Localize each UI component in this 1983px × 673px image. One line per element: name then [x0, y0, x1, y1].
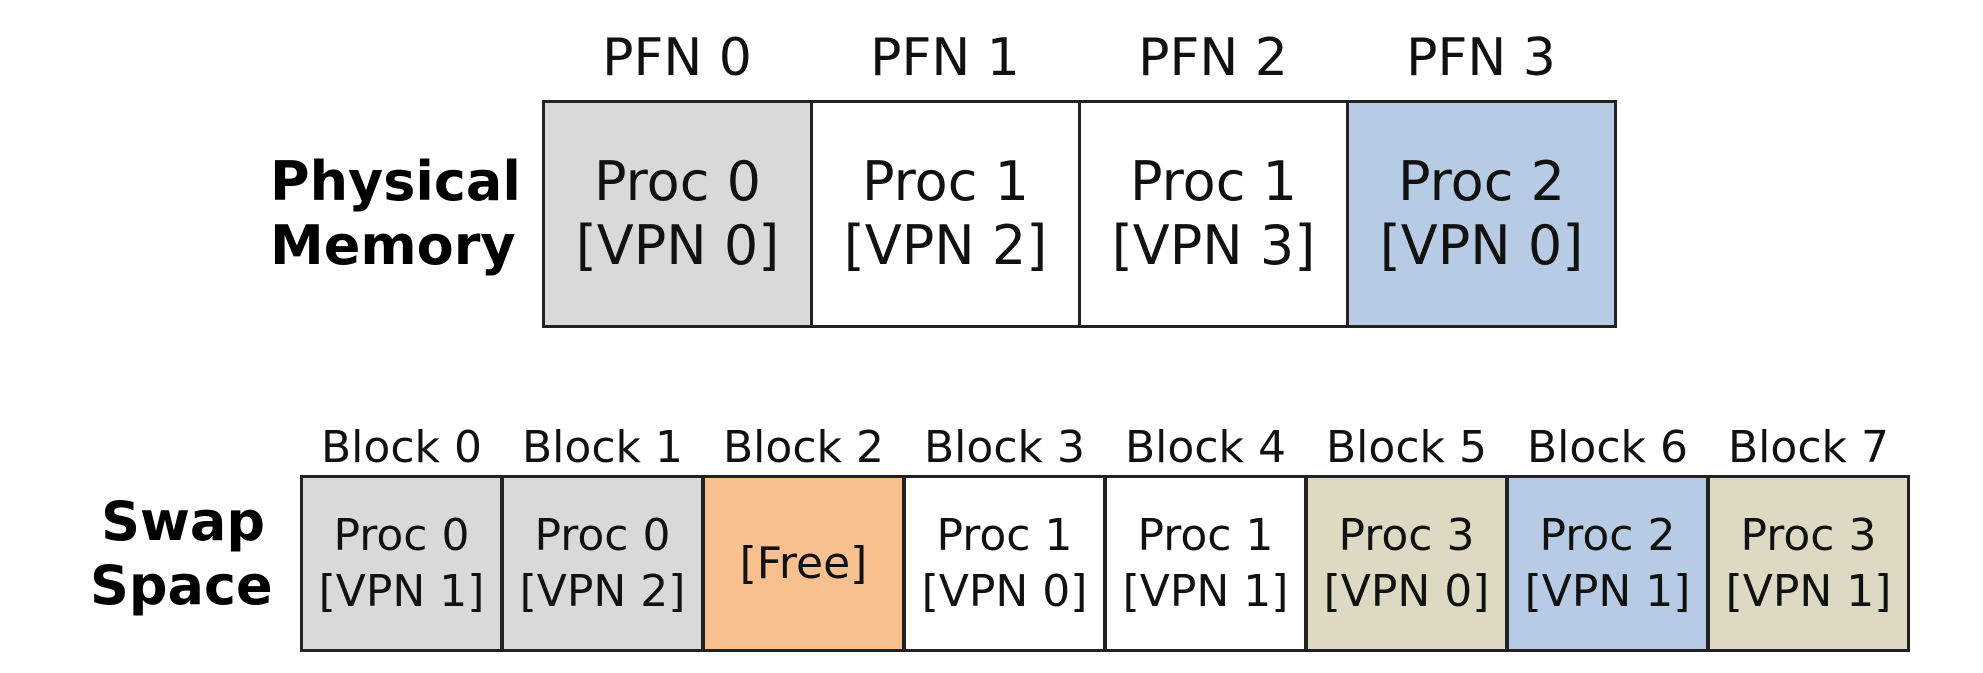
block-process: Proc 2	[1539, 509, 1676, 561]
block-vpn: [VPN 1]	[318, 565, 485, 617]
swap-block: Proc 3 [VPN 1]	[1707, 475, 1910, 652]
swap-block: Proc 2 [VPN 1]	[1506, 475, 1709, 652]
swap-block: Proc 1 [VPN 1]	[1104, 475, 1307, 652]
block-vpn: [VPN 1]	[1122, 565, 1289, 617]
swap-space-label-line2: Space	[90, 554, 273, 617]
swap-block-free: [Free]	[702, 475, 905, 652]
block-header: Block 4	[1125, 422, 1286, 473]
memory-frame: Proc 2 [VPN 0]	[1346, 100, 1617, 328]
block-header: Block 6	[1527, 422, 1688, 473]
block-header: Block 1	[522, 422, 683, 473]
physical-memory-label: Physical Memory	[270, 150, 521, 278]
frame-process: Proc 0	[594, 150, 761, 213]
swap-space-label-line1: Swap	[101, 490, 265, 553]
swap-space-label: Swap Space	[90, 490, 273, 618]
block-process: Proc 1	[1137, 509, 1274, 561]
frame-process: Proc 2	[1398, 150, 1565, 213]
block-process: Proc 3	[1338, 509, 1475, 561]
block-header: Block 5	[1326, 422, 1487, 473]
swap-block: Proc 0 [VPN 2]	[501, 475, 704, 652]
swap-block: Proc 1 [VPN 0]	[903, 475, 1106, 652]
memory-frame: Proc 1 [VPN 2]	[810, 100, 1081, 328]
physical-memory-label-line2: Memory	[270, 214, 516, 277]
block-process: Proc 0	[534, 509, 671, 561]
block-header: Block 7	[1728, 422, 1889, 473]
memory-frame: Proc 1 [VPN 3]	[1078, 100, 1349, 328]
block-header: Block 3	[924, 422, 1085, 473]
pfn-header: PFN 3	[1406, 28, 1556, 88]
block-vpn: [VPN 1]	[1524, 565, 1691, 617]
frame-vpn: [VPN 0]	[575, 214, 780, 277]
block-vpn: [VPN 0]	[1323, 565, 1490, 617]
frame-process: Proc 1	[1130, 150, 1297, 213]
block-header: Block 0	[321, 422, 482, 473]
block-process: Proc 1	[936, 509, 1073, 561]
block-vpn: [VPN 1]	[1725, 565, 1892, 617]
swap-block: Proc 3 [VPN 0]	[1305, 475, 1508, 652]
frame-vpn: [VPN 0]	[1379, 214, 1584, 277]
memory-frame: Proc 0 [VPN 0]	[542, 100, 813, 328]
frame-vpn: [VPN 2]	[843, 214, 1048, 277]
block-vpn: [VPN 2]	[519, 565, 686, 617]
block-process: Proc 0	[333, 509, 470, 561]
block-status: [Free]	[739, 537, 868, 589]
pfn-header: PFN 0	[602, 28, 752, 88]
block-process: Proc 3	[1740, 509, 1877, 561]
swap-block: Proc 0 [VPN 1]	[300, 475, 503, 652]
frame-process: Proc 1	[862, 150, 1029, 213]
physical-memory-label-line1: Physical	[270, 150, 521, 213]
frame-vpn: [VPN 3]	[1111, 214, 1316, 277]
block-vpn: [VPN 0]	[921, 565, 1088, 617]
block-header: Block 2	[723, 422, 884, 473]
pfn-header: PFN 2	[1138, 28, 1288, 88]
pfn-header: PFN 1	[870, 28, 1020, 88]
